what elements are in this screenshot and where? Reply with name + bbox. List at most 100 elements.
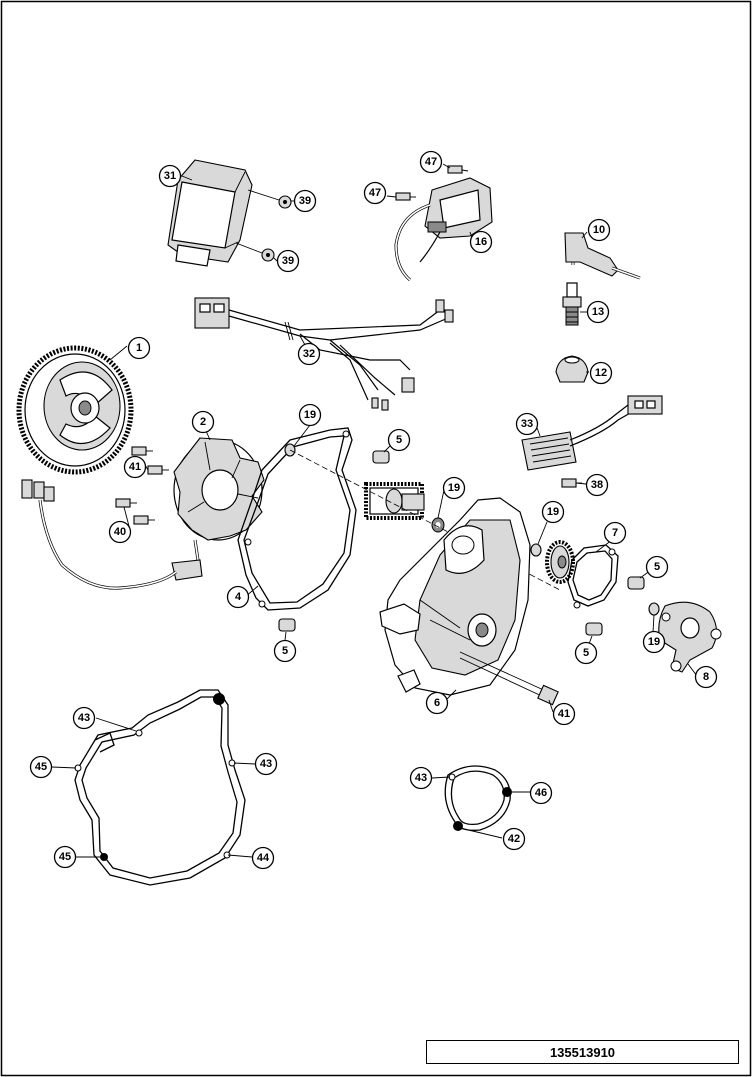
callout-43-right-label: 43	[260, 758, 272, 770]
callout-19-gasket-label: 19	[304, 409, 316, 421]
part-stator	[171, 437, 265, 581]
callout-39-bottom: 39	[276, 249, 300, 273]
callout-19-cover-label: 19	[547, 506, 559, 518]
callout-47-left-label: 47	[369, 187, 381, 199]
document-code: 135513910	[549, 1044, 616, 1060]
callout-6-label: 6	[434, 697, 440, 709]
part-flywheel	[16, 345, 134, 475]
callout-4: 4	[226, 585, 250, 609]
callout-2: 2	[191, 410, 215, 434]
callout-4-label: 4	[235, 591, 242, 603]
part-screw-39b	[235, 242, 275, 262]
callout-42: 42	[502, 827, 526, 851]
part-screw-39a	[247, 189, 292, 209]
part-bolt-19d	[648, 602, 660, 616]
callout-5-bottom: 5	[574, 641, 598, 665]
callout-16: 16	[469, 230, 493, 254]
callout-2-label: 2	[200, 416, 206, 428]
part-gear-7	[545, 540, 575, 584]
callout-5-left: 5	[273, 639, 297, 663]
part-intermediate-gear	[364, 482, 425, 520]
part-small-cover	[658, 601, 722, 673]
callout-39-bottom-label: 39	[282, 255, 294, 267]
callout-5-left-label: 5	[282, 645, 288, 657]
callout-39-top-label: 39	[299, 195, 311, 207]
part-dowel-5d	[627, 576, 645, 590]
callout-12-label: 12	[595, 367, 607, 379]
callout-43-right: 43	[254, 752, 278, 776]
callout-10-label: 10	[593, 224, 605, 236]
callout-45-bottom-label: 45	[59, 851, 71, 863]
part-small-gasket	[567, 544, 619, 609]
callout-19-small-cover-label: 19	[648, 636, 660, 648]
part-ignition-cover-gasket	[237, 427, 357, 611]
part-washer-19b	[431, 517, 445, 533]
part-voltage-regulator	[521, 395, 663, 471]
callout-8-label: 8	[703, 671, 709, 683]
callout-44: 44	[251, 846, 275, 870]
callout-1: 1	[127, 336, 151, 360]
part-long-bolt-41	[459, 651, 559, 706]
callout-41-cover-label: 41	[558, 708, 570, 720]
callout-19-gasket: 19	[298, 403, 322, 427]
callout-31: 31	[158, 164, 182, 188]
callout-45-bottom: 45	[53, 845, 77, 869]
callout-5-right-label: 5	[654, 561, 660, 573]
callout-46-label: 46	[535, 787, 547, 799]
part-ignition-coil	[394, 177, 493, 282]
callout-41-cover: 41	[552, 702, 576, 726]
part-bolt-19c	[530, 543, 542, 557]
callout-44-label: 44	[257, 852, 270, 864]
callout-43-left: 43	[72, 706, 96, 730]
callout-45-top-label: 45	[35, 761, 47, 773]
callout-16-label: 16	[475, 236, 487, 248]
callout-5-bottom-label: 5	[583, 647, 589, 659]
part-plug-seal	[555, 355, 589, 383]
callout-47-left: 47	[363, 181, 387, 205]
callout-41-stator: 41	[123, 455, 147, 479]
callout-5-top-label: 5	[396, 434, 402, 446]
callout-6: 6	[425, 691, 449, 715]
callout-7: 7	[603, 521, 627, 545]
part-dowel-5c	[585, 622, 603, 636]
callout-47-top: 47	[419, 150, 443, 174]
callout-42-label: 42	[508, 833, 520, 845]
part-dowel-5b	[278, 618, 296, 632]
callout-19-cover: 19	[541, 500, 565, 524]
part-ignition-cover	[379, 497, 531, 696]
part-dowel-5a	[372, 450, 390, 464]
callout-43-small: 43	[409, 766, 433, 790]
callout-5-right: 5	[645, 555, 669, 579]
callout-32: 32	[297, 342, 321, 366]
callout-33: 33	[515, 412, 539, 436]
part-spark-plug-connector	[564, 232, 641, 280]
callout-46: 46	[529, 781, 553, 805]
callout-31-label: 31	[164, 170, 176, 182]
part-pickup-cable	[21, 479, 177, 590]
callout-40-label: 40	[114, 526, 126, 538]
callout-41-stator-label: 41	[129, 461, 141, 473]
callout-8: 8	[694, 665, 718, 689]
callout-32-label: 32	[303, 348, 315, 360]
callout-13-label: 13	[592, 306, 604, 318]
callout-43-small-label: 43	[415, 772, 427, 784]
part-screw-47b	[395, 192, 416, 201]
callout-1-label: 1	[136, 342, 142, 354]
callout-38-label: 38	[591, 479, 603, 491]
callout-38: 38	[585, 473, 609, 497]
callout-45-top: 45	[29, 755, 53, 779]
callout-47-top-label: 47	[425, 156, 437, 168]
callout-12: 12	[589, 361, 613, 385]
callout-43-left-label: 43	[78, 712, 90, 724]
callout-5-top: 5	[387, 428, 411, 452]
part-wiring-harness	[194, 297, 454, 411]
callout-39-top: 39	[293, 189, 317, 213]
part-small-gasket-outline	[444, 765, 512, 831]
callout-7-label: 7	[612, 527, 618, 539]
part-ecu	[167, 159, 253, 267]
callout-33-label: 33	[521, 418, 533, 430]
part-spark-plug	[562, 282, 582, 326]
callout-10: 10	[587, 218, 611, 242]
